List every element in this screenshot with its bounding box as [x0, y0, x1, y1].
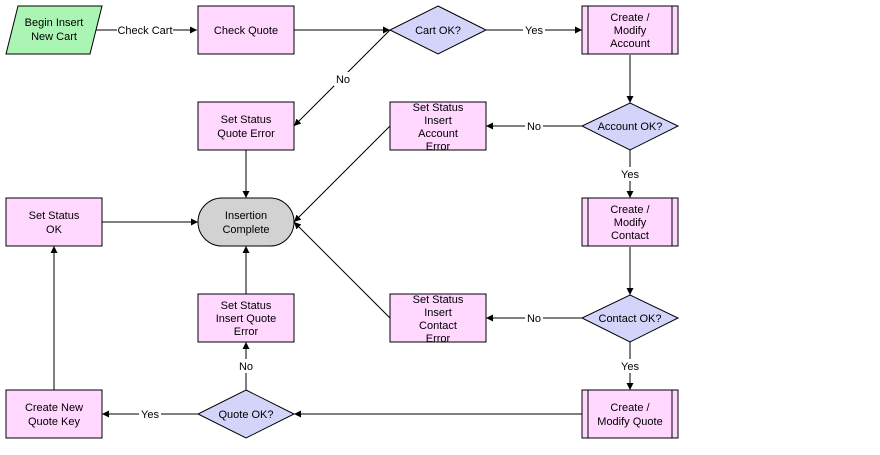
node-line: Cart OK?: [415, 25, 461, 37]
node-line: Modify: [614, 25, 647, 37]
node-line: Complete: [222, 224, 269, 236]
node-account-ok-decision[interactable]: Account OK?: [580, 102, 680, 151]
node-line: Quote Error: [217, 128, 275, 140]
node-line: Account: [610, 38, 650, 50]
node-set-status-ok[interactable]: Set Status OK: [5, 197, 103, 247]
node-line: Insertion: [225, 210, 267, 222]
node-line: Insert Quote: [216, 313, 277, 325]
svg-text:Begin Insert: Begin Insert: [25, 17, 84, 29]
node-line: Contact: [419, 320, 457, 332]
edge-account-error-to-complete: [293, 125, 391, 223]
edge-labels: Check Cart Yes No No Yes No Yes No Yes: [117, 23, 641, 421]
edge-label-account-yes: Yes: [621, 169, 639, 181]
edge-label-contact-yes: Yes: [621, 361, 639, 373]
node-line: Create /: [610, 204, 650, 216]
node-line: Create New: [25, 402, 83, 414]
node-line: Modify Quote: [597, 416, 662, 428]
node-create-modify-contact[interactable]: Create / Modify Contact: [581, 197, 679, 247]
node-line: Set Status: [413, 102, 464, 114]
node-contact-ok-decision[interactable]: Contact OK?: [580, 294, 680, 343]
node-create-modify-quote[interactable]: Create / Modify Quote: [581, 389, 679, 439]
node-line: Create /: [610, 12, 650, 24]
edge-label-cart-yes: Yes: [525, 25, 543, 37]
edge-label-cart-no: No: [336, 74, 350, 86]
node-create-new-quote-key[interactable]: Create New Quote Key: [5, 389, 103, 439]
edges: [50, 26, 634, 418]
node-line: Contact: [611, 230, 649, 242]
node-begin-insert-new-cart[interactable]: Begin Insert New Cart: [5, 5, 103, 55]
node-line: Insert: [424, 115, 452, 127]
node-line: Quote Key: [28, 416, 80, 428]
node-line: New Cart: [31, 31, 77, 43]
node-set-status-insert-account-error[interactable]: Set Status Insert Account Error: [389, 101, 487, 153]
edge-label-contact-no: No: [527, 313, 541, 325]
node-line: Set Status: [221, 114, 272, 126]
node-line: OK: [46, 224, 63, 236]
node-check-quote[interactable]: Check Quote: [197, 5, 295, 55]
node-line: Account: [418, 128, 458, 140]
node-set-status-insert-contact-error[interactable]: Set Status Insert Contact Error: [389, 293, 487, 345]
node-set-status-insert-quote-error[interactable]: Set Status Insert Quote Error: [197, 293, 295, 343]
node-line: Quote OK?: [218, 409, 273, 421]
node-line: Set Status: [29, 210, 80, 222]
nodes: Begin Insert New Cart Check Quote Cart O…: [5, 5, 680, 439]
edge-label-check-cart: Check Cart: [117, 25, 172, 37]
node-line: Create /: [610, 402, 650, 414]
edge-label-quote-no: No: [239, 361, 253, 373]
node-set-status-quote-error[interactable]: Set Status Quote Error: [197, 101, 295, 151]
node-line: Account OK?: [598, 121, 663, 133]
node-line: Modify: [614, 217, 647, 229]
edge-label-account-no: No: [527, 121, 541, 133]
node-line: Error: [426, 333, 451, 345]
node-line: Begin Insert: [25, 17, 84, 29]
edge-label-quote-yes: Yes: [141, 409, 159, 421]
node-line: Set Status: [413, 294, 464, 306]
node-line: Error: [234, 326, 259, 338]
svg-text:New Cart: New Cart: [31, 31, 77, 43]
edge-contact-error-to-complete: [293, 221, 391, 319]
node-insertion-complete[interactable]: Insertion Complete: [197, 197, 295, 247]
node-line: Set Status: [221, 300, 272, 312]
node-line: Insert: [424, 307, 452, 319]
node-line: Check Quote: [214, 25, 278, 37]
node-line: Contact OK?: [599, 313, 662, 325]
node-cart-ok-decision[interactable]: Cart OK?: [388, 5, 488, 55]
node-create-modify-account[interactable]: Create / Modify Account: [581, 5, 679, 55]
node-line: Error: [426, 141, 451, 153]
node-quote-ok-decision[interactable]: Quote OK?: [196, 389, 296, 439]
